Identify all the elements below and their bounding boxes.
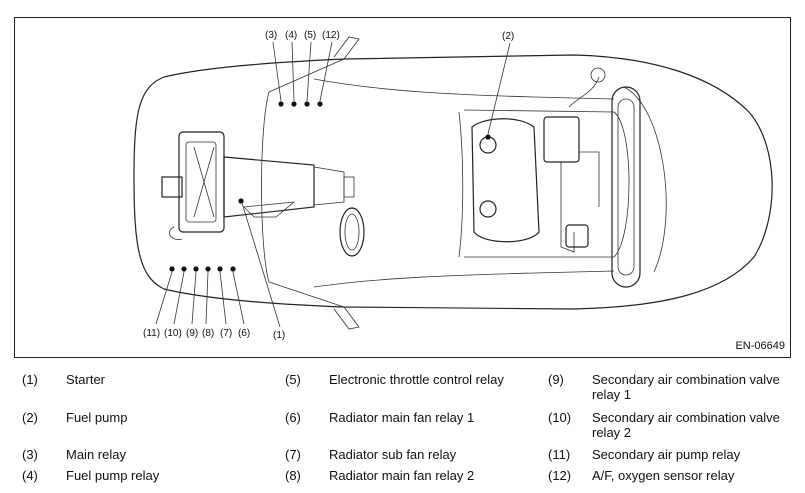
legend-text: A/F, oxygen sensor relay <box>592 468 735 483</box>
dot-c10 <box>181 266 187 272</box>
callout-2: (2) <box>502 31 514 42</box>
legend-item-3: (3) Main relay <box>22 447 266 462</box>
legend-item-8: (8) Radiator main fan relay 2 <box>285 468 559 483</box>
legend-text: Radiator main fan relay 1 <box>329 410 475 425</box>
engine-assembly <box>161 131 355 240</box>
legend-text: Main relay <box>66 447 126 462</box>
callout-9: (9) <box>186 328 198 339</box>
legend-text: Electronic throttle control relay <box>329 372 504 387</box>
legend-num: (8) <box>285 468 301 483</box>
legend-item-5: (5) Electronic throttle control relay <box>285 372 559 387</box>
fuel-tank-assembly <box>471 67 606 253</box>
legend-num: (9) <box>548 372 564 387</box>
callout-11: (11) <box>143 328 160 339</box>
dot-c7 <box>217 266 223 272</box>
relay-dots <box>169 101 491 272</box>
vehicle-diagram: (3) (4) (5) (12) (2) (1) (11) (10) (9) (… <box>133 30 773 341</box>
callout-5: (5) <box>304 30 316 41</box>
legend-num: (7) <box>285 447 301 462</box>
callout-1: (1) <box>273 330 285 341</box>
callout-7: (7) <box>220 328 232 339</box>
dot-c11 <box>169 266 175 272</box>
legend-num: (4) <box>22 468 38 483</box>
leader-lines <box>155 41 511 328</box>
figure-code: EN-06649 <box>735 340 785 352</box>
legend-text: Fuel pump <box>66 410 128 425</box>
car-body-outline <box>133 36 773 330</box>
legend-num: (12) <box>548 468 572 483</box>
callout-8: (8) <box>202 328 214 339</box>
callout-4: (4) <box>285 30 297 41</box>
legend-item-9: (9) Secondary air combination valve rela… <box>548 372 792 402</box>
legend-text: Secondary air pump relay <box>592 447 741 462</box>
legend-item-7: (7) Radiator sub fan relay <box>285 447 559 462</box>
dot-c4 <box>291 101 297 107</box>
legend-text: Fuel pump relay <box>66 468 160 483</box>
legend-text: Starter <box>66 372 106 387</box>
legend-text: Radiator sub fan relay <box>329 447 457 462</box>
figure-frame <box>14 17 791 358</box>
callout-10: (10) <box>164 328 182 339</box>
legend-item-10: (10) Secondary air combination valve rel… <box>548 410 792 440</box>
legend-text: Secondary air combination valve relay 2 <box>592 410 780 440</box>
callout-3: (3) <box>265 30 277 41</box>
legend-num: (6) <box>285 410 301 425</box>
dot-c5 <box>304 101 310 107</box>
dot-c9 <box>193 266 199 272</box>
dot-c3 <box>278 101 284 107</box>
dot-c1 <box>238 198 244 204</box>
legend-num: (10) <box>548 410 572 425</box>
legend-text: Radiator main fan relay 2 <box>329 468 475 483</box>
legend-num: (5) <box>285 372 301 387</box>
legend-item-1: (1) Starter <box>22 372 266 387</box>
legend-text: Secondary air combination valve relay 1 <box>592 372 780 402</box>
dot-c8 <box>205 266 211 272</box>
legend-item-6: (6) Radiator main fan relay 1 <box>285 410 559 425</box>
callout-labels: (3) (4) (5) (12) (2) (1) (11) (10) (9) (… <box>143 30 514 341</box>
legend-item-4: (4) Fuel pump relay <box>22 468 266 483</box>
legend-item-2: (2) Fuel pump <box>22 410 266 425</box>
legend-num: (2) <box>22 410 38 425</box>
legend-item-12: (12) A/F, oxygen sensor relay <box>548 468 792 483</box>
dot-c6 <box>230 266 236 272</box>
legend-num: (3) <box>22 447 38 462</box>
legend-item-11: (11) Secondary air pump relay <box>548 447 792 462</box>
dot-c2 <box>485 134 491 140</box>
callout-12: (12) <box>322 30 340 41</box>
legend-num: (1) <box>22 372 38 387</box>
dot-c12 <box>317 101 323 107</box>
legend-num: (11) <box>548 447 571 462</box>
callout-6: (6) <box>238 328 250 339</box>
legend: (1) Starter (2) Fuel pump (3) Main relay… <box>0 372 805 493</box>
